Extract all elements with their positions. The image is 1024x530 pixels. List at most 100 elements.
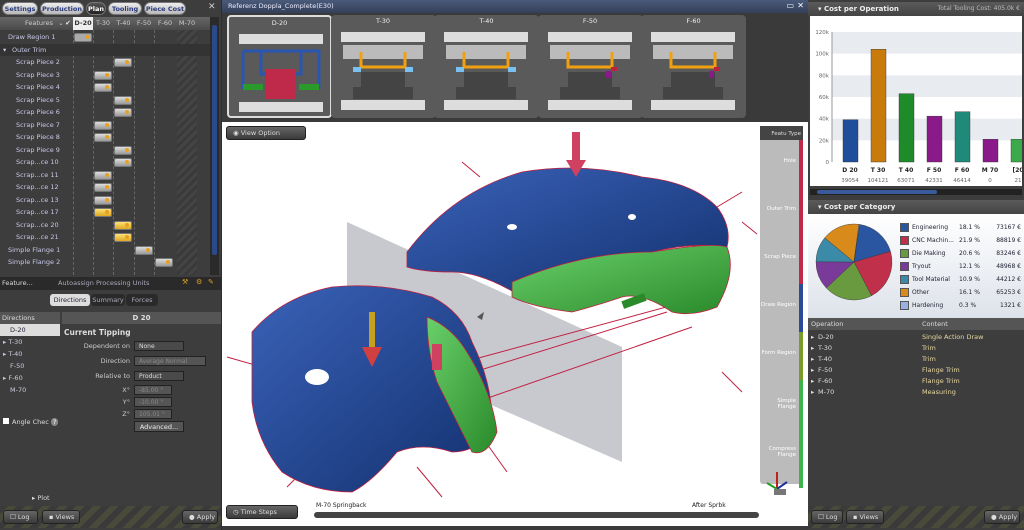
tab-directions[interactable]: Directions xyxy=(50,294,90,306)
thumbnail-t-40[interactable]: T-40 xyxy=(434,15,539,118)
operation-assignment[interactable] xyxy=(114,145,132,155)
x-angle-field[interactable]: -85.00 ° xyxy=(134,385,172,395)
minimize-icon[interactable]: ▭ xyxy=(786,1,794,10)
nav-tab-plan[interactable]: Plan xyxy=(86,2,106,15)
direction-item[interactable]: ▸ T-40 xyxy=(3,350,23,358)
operation-assignment[interactable] xyxy=(114,233,132,242)
close-icon[interactable]: ✕ xyxy=(208,2,216,12)
log-button[interactable]: ☐ Log xyxy=(3,510,38,524)
thumbnail-d-20[interactable]: D-20 xyxy=(227,15,332,118)
nav-tab-piece-cost[interactable]: Piece Cost xyxy=(144,2,186,15)
operation-assignment[interactable] xyxy=(94,170,112,180)
column-f-60[interactable]: F-60 xyxy=(157,19,173,27)
axis-triad-icon[interactable] xyxy=(762,467,792,497)
chart-scrollbar[interactable] xyxy=(810,189,1022,195)
feature-row[interactable]: Simple Flange 1 xyxy=(0,244,210,257)
tab-forces[interactable]: Forces xyxy=(126,294,158,306)
feature-type-item[interactable]: Outer Trim xyxy=(760,188,803,236)
column-t-30[interactable]: T-30 xyxy=(96,19,110,27)
plot-toggle[interactable]: ▸ Plot xyxy=(32,494,50,502)
angle-check-checkbox[interactable]: Angle Chec ? xyxy=(3,418,59,426)
view-option-button[interactable]: ◉ View Option xyxy=(226,126,306,140)
time-steps-button[interactable]: ◷ Time Steps xyxy=(226,505,298,519)
feature-type-item[interactable]: Simple Flange xyxy=(760,380,803,428)
log-button[interactable]: ☐ Log xyxy=(811,510,843,524)
grid-scrollbar[interactable] xyxy=(210,17,219,275)
feature-row[interactable]: Scrap...ce 20 xyxy=(0,219,210,232)
feature-type-item[interactable]: Scrap Piece xyxy=(760,236,803,284)
expand-icon[interactable]: ▸ xyxy=(811,333,815,341)
dependent-dropdown[interactable]: None xyxy=(134,341,184,351)
operation-assignment[interactable] xyxy=(94,83,112,92)
timeline-slider[interactable] xyxy=(314,512,759,518)
operation-assignment[interactable] xyxy=(74,33,92,42)
expand-icon[interactable]: ▸ xyxy=(811,377,815,385)
feature-row[interactable]: Scrap Piece 8 xyxy=(0,131,210,144)
feature-row[interactable]: Scrap Piece 2 xyxy=(0,56,210,69)
feature-group[interactable]: Outer Trim▾ xyxy=(0,43,210,56)
feature-row[interactable]: Scrap...ce 10 xyxy=(0,156,210,169)
expand-icon[interactable]: ▸ xyxy=(811,388,815,396)
feature-type-item[interactable]: Compress Flange xyxy=(760,428,803,488)
column-d-20[interactable]: D-20 xyxy=(73,17,93,30)
feature-type-item[interactable]: Draw Region xyxy=(760,284,803,332)
feature-type-item[interactable]: Hole xyxy=(760,140,803,188)
part-model[interactable] xyxy=(222,122,808,526)
tool-icon[interactable]: ⚒ xyxy=(182,278,189,286)
close-icon[interactable]: ✕ xyxy=(797,1,804,10)
direction-item[interactable]: ▸ F-60 xyxy=(3,374,23,382)
feature-row[interactable]: Scrap Piece 7 xyxy=(0,119,210,132)
feature-row[interactable]: Simple Flange 2 xyxy=(0,256,210,269)
settings-icon[interactable]: ⚙ xyxy=(196,278,203,286)
operation-assignment[interactable] xyxy=(94,208,112,217)
check-icon[interactable]: ✔ xyxy=(65,19,71,27)
operation-assignment[interactable] xyxy=(114,220,132,230)
nav-tab-tooling[interactable]: Tooling xyxy=(108,2,142,15)
feature-row[interactable]: Scrap Piece 9 xyxy=(0,144,210,157)
nav-tab-production[interactable]: Production xyxy=(40,2,84,15)
column-f-50[interactable]: F-50 xyxy=(136,19,152,27)
thumbnail-f-50[interactable]: F-50 xyxy=(537,15,643,118)
operation-assignment[interactable] xyxy=(94,70,112,80)
direction-item[interactable]: D-20 xyxy=(0,324,60,336)
operation-assignment[interactable] xyxy=(135,245,153,255)
thumbnail-t-30[interactable]: T-30 xyxy=(330,15,436,118)
direction-dropdown[interactable]: Average Normal xyxy=(134,356,206,366)
y-angle-field[interactable]: -10.00 ° xyxy=(134,397,172,407)
expand-icon[interactable]: ▸ xyxy=(811,344,815,352)
views-button[interactable]: ▪ Views xyxy=(42,510,80,524)
relative-dropdown[interactable]: Product xyxy=(134,371,184,381)
help-icon[interactable]: ? xyxy=(50,418,59,426)
features-dropdown[interactable]: Features xyxy=(25,19,53,27)
column-m-70[interactable]: M-70 xyxy=(178,19,196,27)
feature-dropdown[interactable]: Feature... xyxy=(2,279,33,287)
direction-item[interactable]: ▸ T-30 xyxy=(3,338,23,346)
expand-icon[interactable]: ▸ xyxy=(811,366,815,374)
operation-assignment[interactable] xyxy=(114,108,132,117)
apply-button[interactable]: ● Apply xyxy=(984,510,1020,524)
tab-summary[interactable]: Summary xyxy=(91,294,125,306)
feature-row[interactable]: Scrap Piece 4 xyxy=(0,81,210,94)
feature-type-item[interactable]: Form Region xyxy=(760,332,803,380)
collapse-icon[interactable]: ▾ xyxy=(3,45,7,54)
z-angle-field[interactable]: 105.01 ° xyxy=(134,409,172,419)
feature-row[interactable]: Scrap...ce 17 xyxy=(0,206,210,219)
units-dropdown[interactable]: Autoassign Processing Units xyxy=(58,279,150,287)
column-t-40[interactable]: T-40 xyxy=(116,19,131,27)
thumbnail-f-60[interactable]: F-60 xyxy=(641,15,746,118)
feature-row[interactable]: Draw Region 1 xyxy=(0,31,210,44)
feature-row[interactable]: Scrap...ce 21 xyxy=(0,231,210,244)
feature-row[interactable]: Scrap Piece 5 xyxy=(0,94,210,107)
operation-assignment[interactable] xyxy=(114,95,132,105)
operation-assignment[interactable] xyxy=(94,183,112,192)
operation-assignment[interactable] xyxy=(94,120,112,130)
operation-assignment[interactable] xyxy=(94,133,112,142)
feature-row[interactable]: Scrap...ce 12 xyxy=(0,181,210,194)
nav-tab-settings[interactable]: Settings xyxy=(2,2,38,15)
views-button[interactable]: ▪ Views xyxy=(846,510,884,524)
